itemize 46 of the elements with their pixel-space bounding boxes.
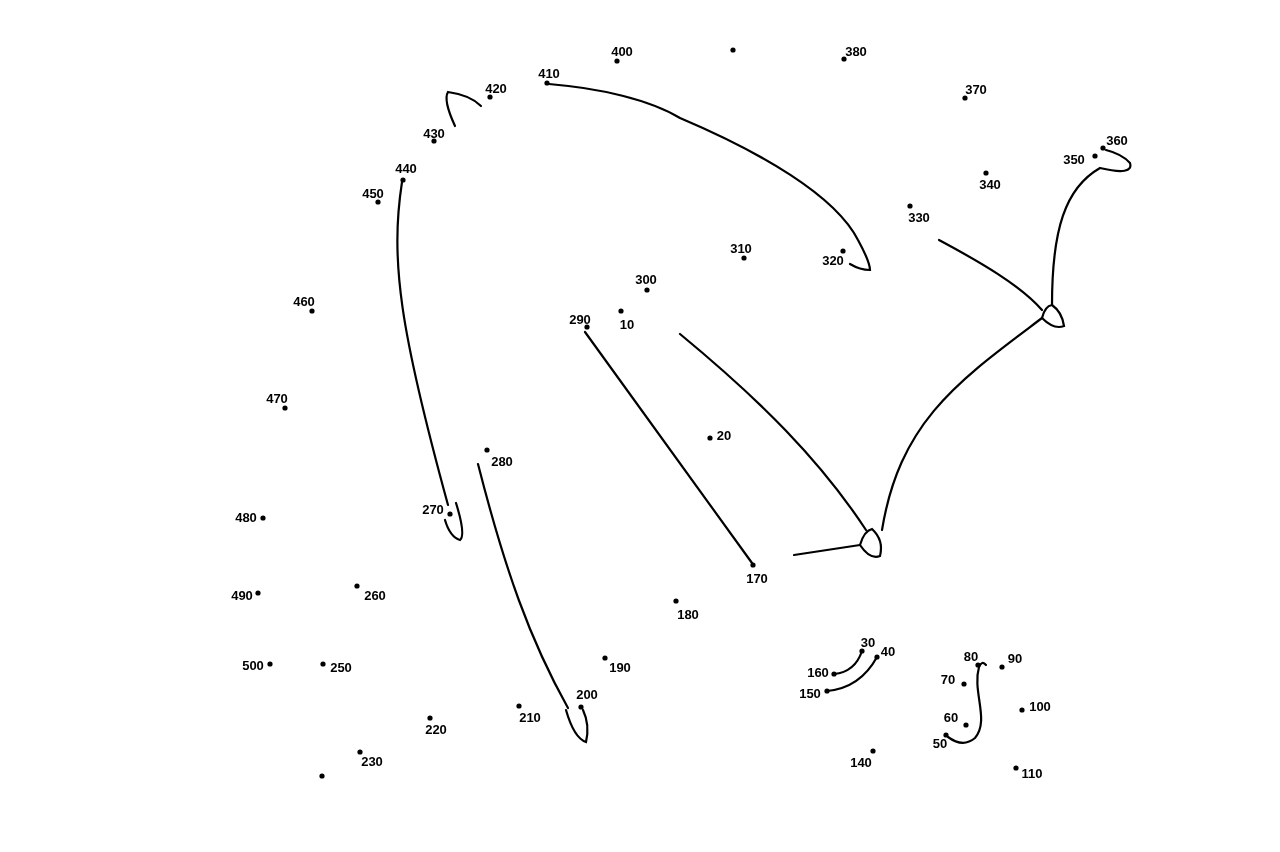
dot-number: 180 bbox=[677, 607, 699, 621]
dot-number: 310 bbox=[730, 241, 752, 255]
dot-number: 30 bbox=[860, 635, 876, 649]
dot-number: 500 bbox=[242, 658, 264, 672]
dot-number: 210 bbox=[519, 710, 541, 724]
dot-number: 150 bbox=[799, 686, 821, 700]
dot-number: 490 bbox=[231, 588, 253, 602]
dot-number: 10 bbox=[619, 317, 635, 331]
dot-number: 220 bbox=[425, 722, 447, 736]
dot-number: 270 bbox=[422, 502, 444, 516]
dot-number: 380 bbox=[845, 44, 867, 58]
dot-number: 330 bbox=[908, 210, 930, 224]
dot-number: 70 bbox=[940, 672, 956, 686]
dot-number: 190 bbox=[609, 660, 631, 674]
dot-number: 230 bbox=[361, 754, 383, 768]
dot-number: 290 bbox=[569, 312, 591, 326]
dot-number: 260 bbox=[364, 588, 386, 602]
dot-number: 300 bbox=[635, 272, 657, 286]
dot-number: 20 bbox=[716, 428, 732, 442]
dot-number: 160 bbox=[807, 665, 829, 679]
dot-number: 200 bbox=[576, 687, 598, 701]
dot-number: 50 bbox=[932, 736, 948, 750]
dot-number: 460 bbox=[293, 294, 315, 308]
dot-number: 170 bbox=[746, 571, 768, 585]
dot-number: 90 bbox=[1007, 651, 1023, 665]
dot-number: 410 bbox=[538, 66, 560, 80]
dot-number: 420 bbox=[485, 81, 507, 95]
dot-number: 350 bbox=[1063, 152, 1085, 166]
dot-number: 360 bbox=[1106, 133, 1128, 147]
dot-number: 400 bbox=[611, 44, 633, 58]
dot-number: 480 bbox=[235, 510, 257, 524]
dot-number: 320 bbox=[822, 253, 844, 267]
dot-number: 440 bbox=[395, 161, 417, 175]
dot-number: 450 bbox=[362, 186, 384, 200]
dot-number: 100 bbox=[1029, 699, 1051, 713]
dot-number: 60 bbox=[943, 710, 959, 724]
dot-number: 80 bbox=[963, 649, 979, 663]
dot-number: 280 bbox=[491, 454, 513, 468]
dot-number: 470 bbox=[266, 391, 288, 405]
dot-number: 110 bbox=[1021, 766, 1043, 780]
dot-number: 370 bbox=[965, 82, 987, 96]
dot-number: 340 bbox=[979, 177, 1001, 191]
dot-number: 430 bbox=[423, 126, 445, 140]
dot-number: 40 bbox=[880, 644, 896, 658]
dot-number: 140 bbox=[850, 755, 872, 769]
dot-number: 250 bbox=[330, 660, 352, 674]
